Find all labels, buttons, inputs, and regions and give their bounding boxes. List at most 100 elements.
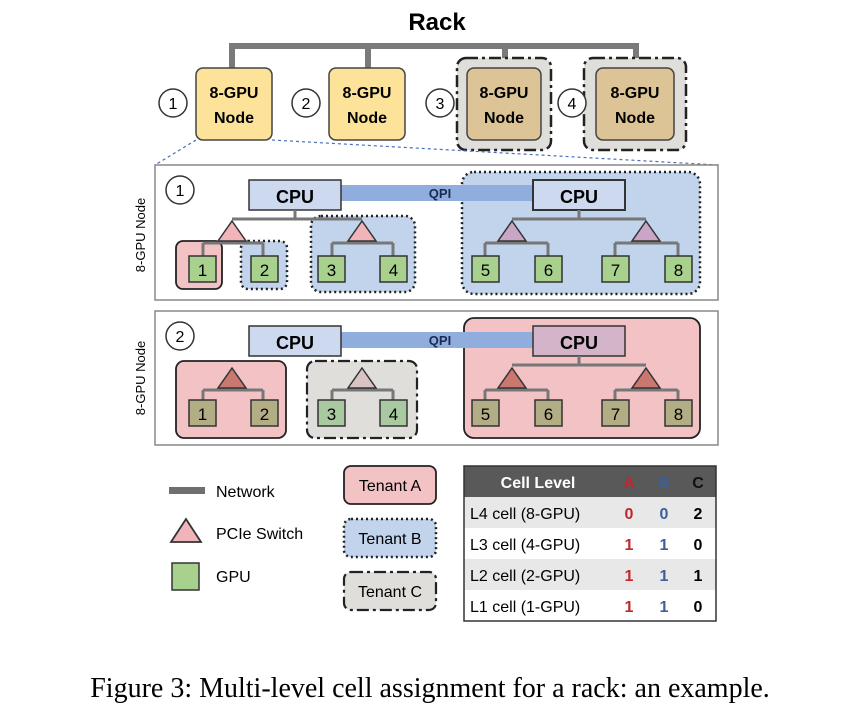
node-number-text: 4 (568, 96, 577, 113)
legend: Network PCIe Switch GPU Tenant A Tenant … (169, 465, 438, 612)
gpu-box: 2 (250, 399, 279, 427)
node-number-2: 2 (291, 88, 321, 118)
gpu-label: 6 (544, 405, 553, 424)
node-label-line1: 8-GPU (210, 85, 259, 102)
legend-tenant-c-label: Tenant C (358, 584, 422, 601)
value-c: 0 (694, 537, 703, 554)
value-a: 1 (625, 599, 634, 616)
gpu-label: 7 (611, 261, 620, 280)
rack-node-3[interactable]: 8-GPU Node (455, 56, 553, 152)
gpu-box: 6 (534, 399, 563, 427)
node-detail-2: 8-GPU Node 2 QPI CPU CPU (133, 310, 719, 446)
gpu-label: 3 (327, 261, 336, 280)
node-number-text: 1 (169, 96, 178, 113)
detail-number: 2 (176, 329, 185, 346)
pcie-wiring (201, 356, 680, 400)
gpu-box: 7 (601, 399, 630, 427)
value-a: 1 (625, 537, 634, 554)
value-b: 1 (660, 599, 669, 616)
value-c: 1 (694, 568, 703, 585)
pcie-switch-icon (346, 219, 378, 242)
tenant-a-legend (343, 465, 437, 505)
gpu-label: 3 (327, 405, 336, 424)
gpu-box: 3 (317, 399, 346, 427)
cpu-label: CPU (276, 187, 314, 207)
gpu-box: 1 (188, 255, 217, 283)
node-label-line1: 8-GPU (343, 85, 392, 102)
network-legend-icon (169, 487, 205, 494)
gpu-label: 4 (389, 261, 398, 280)
cpu-left (248, 179, 342, 211)
node-number-3: 3 (425, 88, 455, 118)
gpu-label: 5 (481, 405, 490, 424)
detail-side-label: 8-GPU Node (133, 198, 148, 272)
node-detail-1: 8-GPU Node 1 QPI CPU CPU (133, 164, 719, 301)
gpu-label: 5 (481, 261, 490, 280)
value-a: 0 (625, 506, 634, 523)
value-b: 0 (660, 506, 669, 523)
pcie-wiring (201, 210, 680, 256)
pcie-switch-icon (496, 366, 528, 389)
cpu-label: CPU (560, 187, 598, 207)
qpi-label: QPI (429, 333, 451, 348)
node-label-line2: Node (615, 110, 655, 127)
pcie-switch-icon (496, 219, 528, 242)
table-header-b: B (658, 475, 670, 492)
cpu-label: CPU (276, 333, 314, 353)
gpu-label: 8 (674, 261, 683, 280)
gpu-box: 4 (379, 255, 408, 283)
detail-number: 1 (176, 183, 185, 200)
rack-node-2[interactable]: 8-GPU Node (328, 67, 406, 141)
node-number-text: 2 (302, 96, 311, 113)
row-label: L2 cell (2-GPU) (470, 568, 580, 585)
qpi-link (341, 332, 535, 348)
table-header-cell-level: Cell Level (501, 475, 576, 492)
pcie-switch-icon (346, 366, 378, 389)
gpu-box: 6 (534, 255, 563, 283)
value-b: 1 (660, 568, 669, 585)
pcie-switch-icon (216, 219, 248, 242)
table-row: L1 cell (1-GPU) 1 1 0 (470, 599, 703, 616)
cpu-label: CPU (560, 333, 598, 353)
gpu-label: 6 (544, 261, 553, 280)
tenant-b-legend (342, 517, 438, 559)
row-label: L3 cell (4-GPU) (470, 537, 580, 554)
value-a: 1 (625, 568, 634, 585)
legend-network-label: Network (216, 484, 276, 501)
table-row: L4 cell (8-GPU) 0 0 2 (470, 506, 703, 523)
node-label-line2: Node (484, 110, 524, 127)
gpu-box: 2 (250, 255, 279, 283)
value-b: 1 (660, 537, 669, 554)
cpu-right (532, 179, 626, 211)
cpu-left (248, 325, 342, 357)
table-row: L3 cell (4-GPU) 1 1 0 (470, 537, 703, 554)
row-label: L1 cell (1-GPU) (470, 599, 580, 616)
table-header-c: C (692, 475, 704, 492)
gpu-legend-icon (171, 562, 200, 591)
node-number-4: 4 (557, 88, 587, 118)
node-number-text: 3 (436, 96, 445, 113)
figure-caption: Figure 3: Multi-level cell assignment fo… (90, 673, 770, 704)
zoom-lines (154, 139, 719, 166)
rack-node-4[interactable]: 8-GPU Node (582, 56, 688, 152)
gpu-box: 8 (664, 399, 693, 427)
pcie-switch-icon (630, 219, 662, 242)
gpu-label: 7 (611, 405, 620, 424)
gpu-label: 8 (674, 405, 683, 424)
legend-pcie-label: PCIe Switch (216, 526, 303, 543)
gpu-label: 1 (198, 261, 207, 280)
gpu-box: 3 (317, 255, 346, 283)
pcie-switch-icon (216, 366, 248, 389)
node-label-line1: 8-GPU (611, 85, 660, 102)
node-label-line2: Node (347, 110, 387, 127)
gpu-box: 4 (379, 399, 408, 427)
gpu-label: 2 (260, 405, 269, 424)
tenant-c-legend (342, 570, 438, 612)
table-header-a: A (623, 475, 635, 492)
rack-node-1[interactable]: 8-GPU Node (195, 67, 273, 141)
qpi-label: QPI (429, 186, 451, 201)
rack-title: Rack (408, 9, 466, 36)
gpu-box: 5 (471, 399, 500, 427)
rack-network (229, 43, 639, 68)
